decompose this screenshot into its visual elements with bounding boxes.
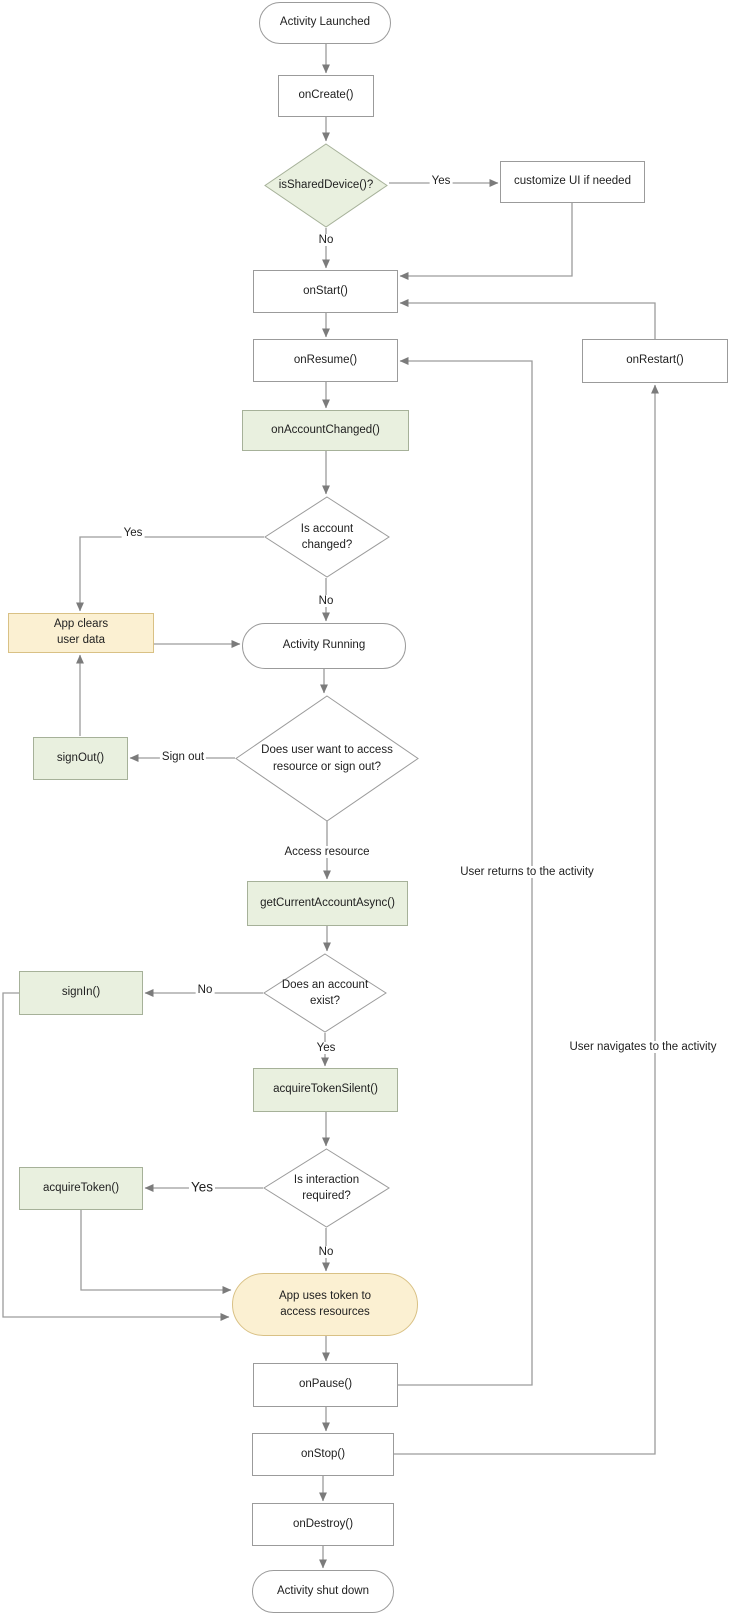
edge-label-yes-account-changed: Yes [121, 527, 145, 539]
decision-is-interaction-required: Is interaction required? [263, 1148, 390, 1228]
edge-label-yes-account-exist: Yes [314, 1042, 338, 1054]
diamond-shape [264, 496, 390, 578]
node-activity-shut-down: Activity shut down [252, 1570, 394, 1613]
connector-acquiretoken-to-appusestoken [80, 1210, 232, 1294]
node-activity-launched: Activity Launched [259, 2, 391, 44]
edge-label-yes-shared-device: Yes [429, 175, 453, 187]
connector-onrestart-to-onstart [399, 299, 656, 339]
edge-label-no-shared-device: No [316, 234, 336, 246]
decision-does-user-want: Does user want to access resource or sig… [235, 695, 419, 822]
diamond-shape [235, 695, 419, 822]
node-label: onDestroy() [292, 1517, 354, 1530]
node-label: Activity Running [282, 639, 366, 652]
diamond-shape [264, 143, 388, 228]
node-onresume: onResume() [253, 339, 398, 382]
connector-signin-to-appusestoken [2, 992, 230, 1321]
node-ondestroy: onDestroy() [252, 1503, 394, 1546]
node-onrestart: onRestart() [582, 339, 728, 383]
edge-label-sign-out: Sign out [159, 751, 207, 763]
node-label: signIn() [61, 986, 101, 999]
node-label: onStart() [303, 284, 348, 297]
decision-label: Is interaction required? [293, 1173, 360, 1202]
edge-label-yes-interaction: Yes [188, 1179, 216, 1195]
node-activity-running: Activity Running [242, 623, 406, 669]
node-label: onPause() [298, 1378, 353, 1391]
diamond-shape [263, 953, 387, 1033]
node-app-clears-user-data: App clears user data [8, 613, 154, 653]
edge-label-no-account-changed: No [316, 595, 336, 607]
decision-is-account-changed: Is account changed? [264, 496, 390, 578]
node-label: onResume() [293, 353, 358, 366]
node-acquiretoken: acquireToken() [19, 1167, 143, 1210]
node-onpause: onPause() [253, 1363, 398, 1407]
node-label: onRestart() [626, 354, 684, 367]
connector-customizeui-to-onstart [399, 203, 573, 280]
node-app-uses-token: App uses token to access resources [232, 1273, 418, 1336]
node-label: acquireTokenSilent() [273, 1083, 378, 1096]
node-label: Activity Launched [279, 16, 371, 29]
node-acquiretokensilent: acquireTokenSilent() [253, 1068, 398, 1112]
diamond-shape [263, 1148, 390, 1228]
decision-label: isSharedDevice()? [278, 179, 374, 192]
edge-label-user-navigates: User navigates to the activity [567, 1041, 719, 1053]
edge-label-no-account-exist: No [195, 984, 215, 996]
node-label: acquireToken() [42, 1181, 120, 1194]
node-label: App uses token to access resources [278, 1289, 372, 1318]
node-label: Activity shut down [276, 1584, 370, 1597]
connector-isaccountchanged-yes-appclears [76, 536, 264, 612]
node-onaccountchanged: onAccountChanged() [242, 410, 409, 451]
node-label: signOut() [56, 751, 105, 764]
node-label: onStop() [300, 1447, 346, 1460]
node-label: getCurrentAccountAsync() [260, 896, 395, 909]
edge-label-no-interaction: No [316, 1246, 336, 1258]
node-onstart: onStart() [253, 270, 398, 313]
decision-does-account-exist: Does an account exist? [263, 953, 387, 1033]
decision-isshareddevice: isSharedDevice()? [264, 143, 388, 228]
decision-label: Does an account exist? [281, 978, 369, 1007]
node-customize-ui: customize UI if needed [500, 161, 645, 203]
decision-label: Is account changed? [300, 522, 354, 551]
node-onstop: onStop() [252, 1433, 394, 1476]
decision-label: Does user want to access resource or sig… [261, 744, 393, 773]
node-label: customize UI if needed [514, 175, 631, 188]
node-oncreate: onCreate() [278, 75, 374, 117]
node-label: App clears user data [53, 618, 109, 646]
edge-label-user-returns: User returns to the activity [458, 866, 596, 878]
edge-label-access-resource: Access resource [282, 846, 372, 858]
node-getcurrentaccountasync: getCurrentAccountAsync() [247, 881, 408, 926]
connector-onstop-to-onrestart [394, 384, 659, 1455]
node-signin: signIn() [19, 971, 143, 1015]
node-label: onAccountChanged() [271, 423, 380, 436]
node-signout: signOut() [33, 737, 128, 780]
node-label: onCreate() [298, 89, 354, 102]
